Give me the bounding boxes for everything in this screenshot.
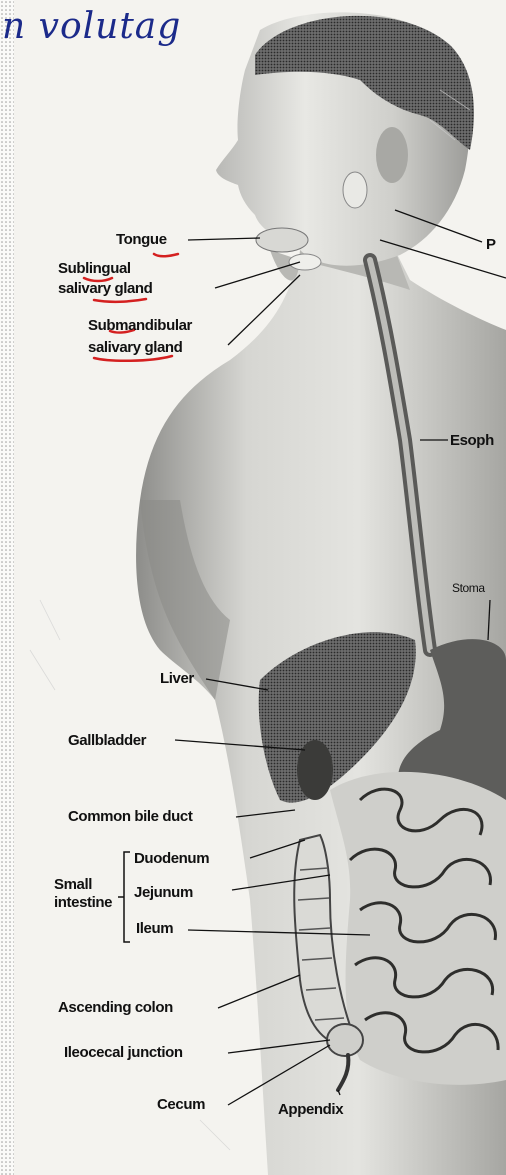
small-intestine-bracket [118,852,130,942]
label-submandibular-line1: Submandibular [88,317,192,334]
handwritten-note: n volutag [2,6,181,47]
label-small-intestine-line2: intestine [54,894,112,911]
cecum [327,1024,363,1056]
label-ileocecal-junction: Ileocecal junction [64,1044,183,1061]
label-duodenum: Duodenum [134,850,209,867]
label-appendix: Appendix [278,1101,343,1118]
ear [376,127,408,183]
label-stomach-partial: Stoma [452,580,485,597]
label-common-bile-duct: Common bile duct [68,808,192,825]
label-ileum: Ileum [136,920,173,937]
label-jejunum: Jejunum [134,884,193,901]
label-submandibular-line2: salivary gland [88,339,182,356]
page-edge [0,0,14,1175]
parotid-gland [343,172,367,208]
label-gallbladder: Gallbladder [68,732,146,749]
label-cecum: Cecum [157,1096,205,1113]
label-liver: Liver [160,670,194,687]
label-sublingual-line1: Sublingual [58,260,131,277]
sublingual-gland [289,254,321,270]
gallbladder [297,740,333,800]
label-ascending-colon: Ascending colon [58,999,173,1016]
label-parotid-partial: P [486,236,496,253]
label-sublingual-line2: salivary gland [58,280,152,297]
label-tongue: Tongue [116,231,167,248]
label-esophagus-partial: Esoph [450,432,494,449]
label-small-intestine-line1: Small [54,876,92,893]
tongue-region [256,228,308,252]
